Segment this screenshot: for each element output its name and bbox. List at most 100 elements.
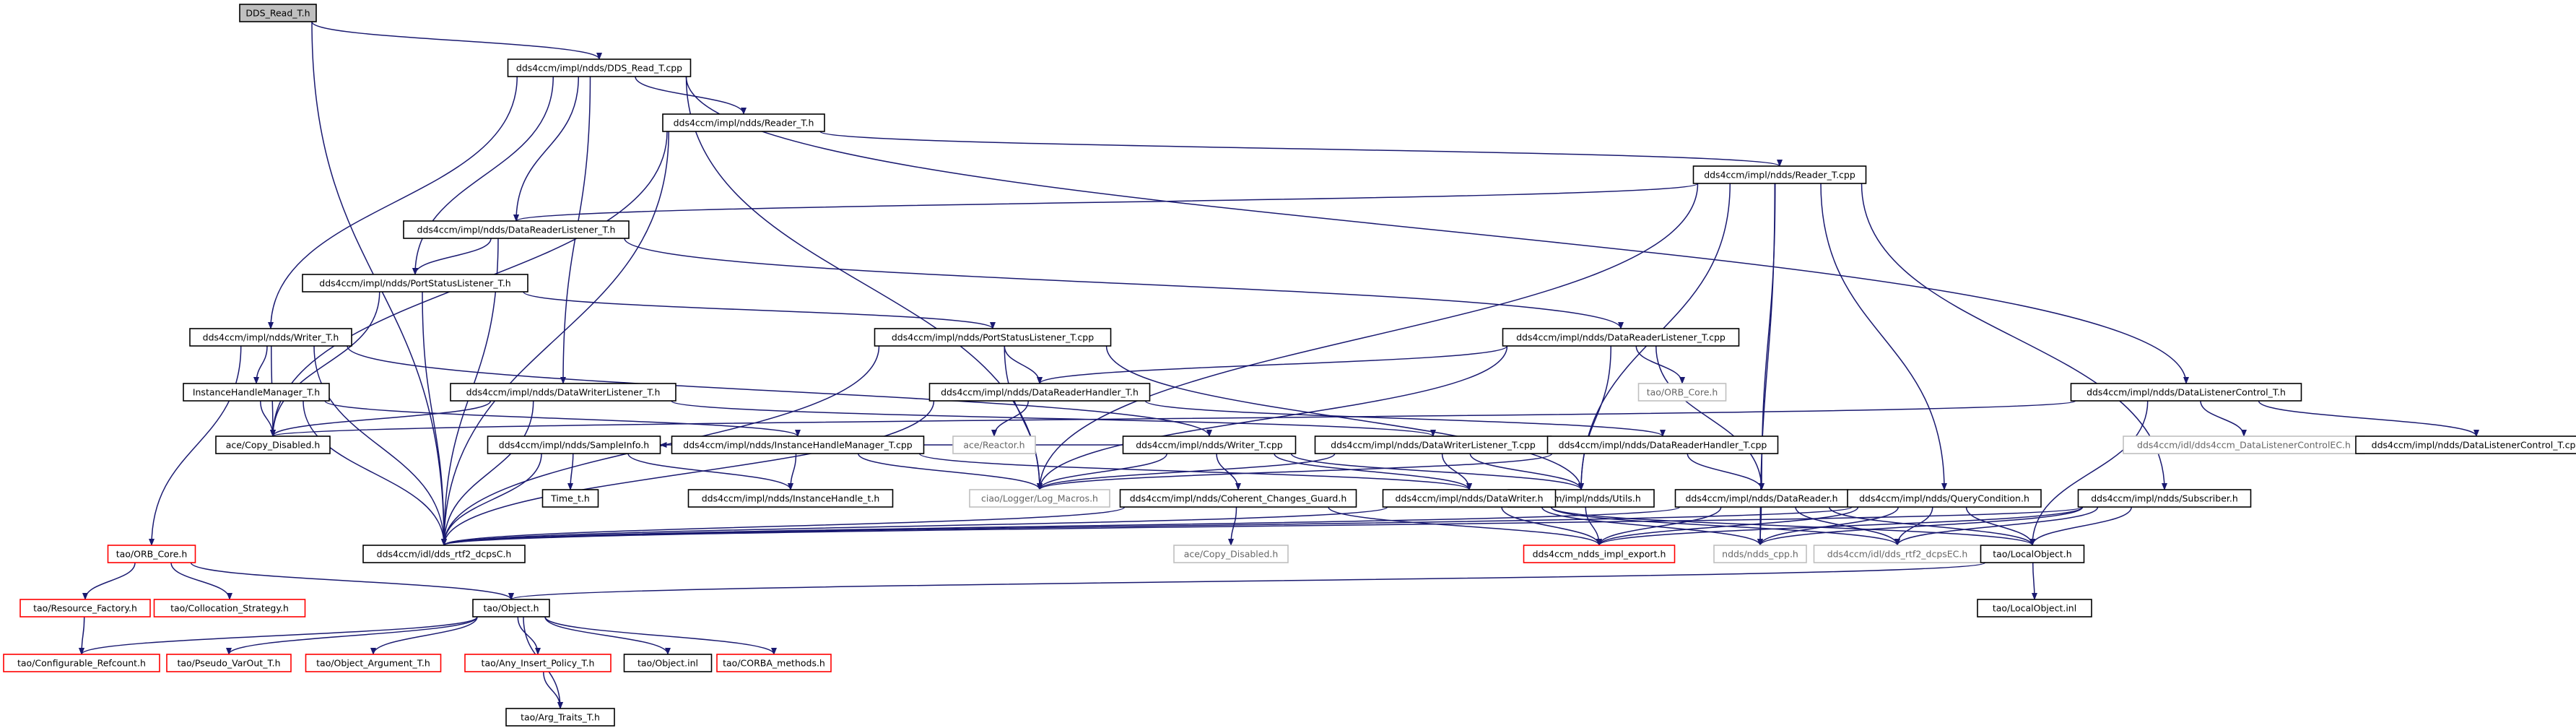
- node-refcount[interactable]: tao/Configurable_Refcount.h: [3, 654, 160, 672]
- node-collocation[interactable]: tao/Collocation_Strategy.h: [153, 599, 306, 618]
- node-box: [1119, 489, 1357, 508]
- node-box: [1382, 489, 1557, 508]
- edge-drh-h-to-reactor: [991, 400, 1029, 437]
- node-drh-h[interactable]: dds4ccm/impl/ndds/DataReaderHandler_T.h: [928, 383, 1151, 402]
- node-label: dds4ccm/impl/ndds/QueryCondition.h: [1859, 493, 2029, 504]
- node-label: tao/Pseudo_VarOut_T.h: [177, 658, 280, 669]
- node-label: tao/Configurable_Refcount.h: [17, 658, 146, 669]
- node-label: dds4ccm/impl/ndds/Writer_T.h: [203, 332, 339, 343]
- edge-subscriber-h-to-ndds-cpp: [1757, 506, 2084, 546]
- node-object-inl[interactable]: tao/Object.inl: [623, 654, 713, 672]
- node-object-arg[interactable]: tao/Object_Argument_T.h: [305, 654, 442, 672]
- node-dwl-h[interactable]: dds4ccm/impl/ndds/DataWriterListener_T.h: [450, 383, 676, 402]
- node-label: ace/Copy_Disabled.h: [1184, 549, 1279, 560]
- node-subscriber-h[interactable]: dds4ccm/impl/ndds/Subscriber.h: [2077, 489, 2252, 508]
- node-time-t[interactable]: Time_t.h: [541, 489, 599, 508]
- node-orb-core-mid[interactable]: tao/ORB_Core.h: [1637, 383, 1727, 402]
- node-datawriter-h[interactable]: dds4ccm/impl/ndds/DataWriter.h: [1382, 489, 1557, 508]
- edge-read-cpp-to-reader-h: [635, 76, 747, 115]
- node-writer-cpp[interactable]: dds4ccm/impl/ndds/Writer_T.cpp: [1122, 436, 1297, 454]
- node-ccg-h[interactable]: dds4ccm/impl/ndds/Coherent_Changes_Guard…: [1119, 489, 1357, 508]
- node-box: [450, 383, 676, 402]
- edge-drh-cpp-to-log-macros: [1037, 453, 1553, 490]
- node-box: [716, 654, 832, 672]
- node-impl-export[interactable]: dds4ccm_ndds_impl_export.h: [1523, 545, 1676, 563]
- edge-dlc-h-to-copy-disabled: [270, 400, 2076, 437]
- node-copy-disabled2[interactable]: ace/Copy_Disabled.h: [1173, 545, 1289, 563]
- node-localobject-h[interactable]: tao/LocalObject.h: [1980, 545, 2085, 563]
- node-dlc-cpp[interactable]: dds4ccm/impl/ndds/DataListenerControl_T.…: [2355, 436, 2576, 454]
- node-label: dds4ccm/impl/ndds/PortStatusListener_T.c…: [892, 332, 1094, 343]
- node-datareader-h[interactable]: dds4ccm/impl/ndds/DataReader.h: [1674, 489, 1849, 508]
- node-label: tao/Resource_Factory.h: [33, 603, 137, 614]
- edge-object-h-to-pseudo-varout: [226, 616, 478, 655]
- node-label: dds4ccm/impl/ndds/DataWriter.h: [1396, 493, 1544, 504]
- node-pseudo-varout[interactable]: tao/Pseudo_VarOut_T.h: [166, 654, 292, 672]
- edge-ihm-h-to-rtf2: [303, 400, 447, 546]
- node-rtf2-ec[interactable]: dds4ccm/idl/dds_rtf2_dcpsEC.h: [1813, 545, 1982, 563]
- node-resource-factory[interactable]: tao/Resource_Factory.h: [19, 599, 151, 618]
- node-box: [403, 220, 630, 239]
- node-label: Time_t.h: [550, 493, 590, 504]
- edge-drl-cpp-to-datareader-h: [1655, 345, 1765, 490]
- node-box: [969, 489, 1110, 508]
- node-ndds-cpp[interactable]: ndds/ndds_cpp.h: [1713, 545, 1807, 563]
- node-root[interactable]: DDS_Read_T.h: [239, 4, 317, 22]
- node-box: [2077, 489, 2252, 508]
- node-localobject-inl[interactable]: tao/LocalObject.inl: [1977, 599, 2092, 618]
- node-drl-cpp[interactable]: dds4ccm/impl/ndds/DataReaderListener_T.c…: [1502, 328, 1740, 347]
- node-box: [1546, 436, 1779, 454]
- node-label: dds4ccm/impl/ndds/DataListenerControl_T.…: [2087, 387, 2286, 398]
- node-label: DDS_Read_T.h: [245, 8, 310, 19]
- node-label: dds4ccm/impl/ndds/DataWriterListener_T.c…: [1331, 440, 1536, 451]
- node-label: tao/Collocation_Strategy.h: [170, 603, 289, 614]
- node-object-h[interactable]: tao/Object.h: [472, 599, 550, 618]
- node-drl-h[interactable]: dds4ccm/impl/ndds/DataReaderListener_T.h: [403, 220, 630, 239]
- node-label: tao/ORB_Core.h: [116, 549, 188, 560]
- node-drh-cpp[interactable]: dds4ccm/impl/ndds/DataReaderHandler_T.cp…: [1546, 436, 1779, 454]
- node-dlc-h[interactable]: dds4ccm/impl/ndds/DataListenerControl_T.…: [2070, 383, 2302, 402]
- node-label: tao/LocalObject.h: [1993, 549, 2071, 560]
- node-psl-cpp[interactable]: dds4ccm/impl/ndds/PortStatusListener_T.c…: [874, 328, 1112, 347]
- edge-writer-h-to-rtf2: [313, 345, 447, 546]
- edge-dwl-cpp-to-datawriter-h: [1441, 453, 1472, 490]
- node-rtf2[interactable]: dds4ccm/idl/dds_rtf2_dcpsC.h: [362, 545, 526, 563]
- node-label: tao/Object.h: [483, 603, 539, 614]
- node-box: [671, 436, 925, 454]
- node-psl-h[interactable]: dds4ccm/impl/ndds/PortStatusListener_T.h: [302, 274, 528, 292]
- node-box: [1674, 489, 1849, 508]
- node-box: [1980, 545, 2085, 563]
- node-ih-t[interactable]: dds4ccm/impl/ndds/InstanceHandle_t.h: [687, 489, 894, 508]
- edge-ihm-h-to-ihm-cpp: [324, 400, 801, 437]
- node-read-cpp[interactable]: dds4ccm/impl/ndds/DDS_Read_T.cpp: [507, 58, 692, 77]
- edge-read-cpp-to-dlc-h: [685, 76, 2189, 384]
- node-querycond-h[interactable]: dds4ccm/impl/ndds/QueryCondition.h: [1847, 489, 2042, 508]
- node-arg-traits[interactable]: tao/Arg_Traits_T.h: [505, 708, 615, 727]
- node-label: dds4ccm/impl/ndds/DataReaderHandler_T.cp…: [1559, 440, 1767, 451]
- node-sampleinfo[interactable]: dds4ccm/impl/ndds/SampleInfo.h: [487, 436, 661, 454]
- node-box: [1173, 545, 1289, 563]
- node-ihm-h[interactable]: InstanceHandleManager_T.h: [183, 383, 330, 402]
- edge-ccg-h-to-rtf2: [441, 506, 1126, 546]
- node-box: [215, 436, 331, 454]
- node-reader-h[interactable]: dds4ccm/impl/ndds/Reader_T.h: [662, 113, 825, 132]
- node-label: dds4ccm/impl/ndds/DataWriterListener_T.h: [466, 387, 661, 398]
- node-dlc-ec[interactable]: dds4ccm/idl/dds4ccm_DataListenerControlE…: [2123, 436, 2365, 454]
- node-orb-core[interactable]: tao/ORB_Core.h: [107, 545, 196, 563]
- node-ihm-cpp[interactable]: dds4ccm/impl/ndds/InstanceHandleManager_…: [671, 436, 925, 454]
- node-log-macros[interactable]: ciao/Logger/Log_Macros.h: [969, 489, 1110, 508]
- edge-writer-h-to-orb-core: [149, 345, 242, 546]
- edge-object-h-to-object-inl: [544, 616, 671, 655]
- edge-localobject-h-to-object-h: [508, 562, 1986, 600]
- node-dwl-cpp[interactable]: dds4ccm/impl/ndds/DataWriterListener_T.c…: [1314, 436, 1552, 454]
- node-copy-disabled[interactable]: ace/Copy_Disabled.h: [215, 436, 331, 454]
- node-writer-h[interactable]: dds4ccm/impl/ndds/Writer_T.h: [189, 328, 352, 347]
- node-reader-cpp[interactable]: dds4ccm/impl/ndds/Reader_T.cpp: [1692, 165, 1867, 184]
- edge-drl-cpp-to-utils-h: [1578, 345, 1611, 490]
- node-box: [19, 599, 151, 618]
- edge-object-h-to-object-arg: [370, 616, 478, 655]
- node-corba-methods[interactable]: tao/CORBA_methods.h: [716, 654, 832, 672]
- node-any-insert[interactable]: tao/Any_Insert_Policy_T.h: [464, 654, 612, 672]
- edge-datawriter-h-to-localobject-h: [1550, 506, 2035, 546]
- node-reactor[interactable]: ace/Reactor.h: [952, 436, 1036, 454]
